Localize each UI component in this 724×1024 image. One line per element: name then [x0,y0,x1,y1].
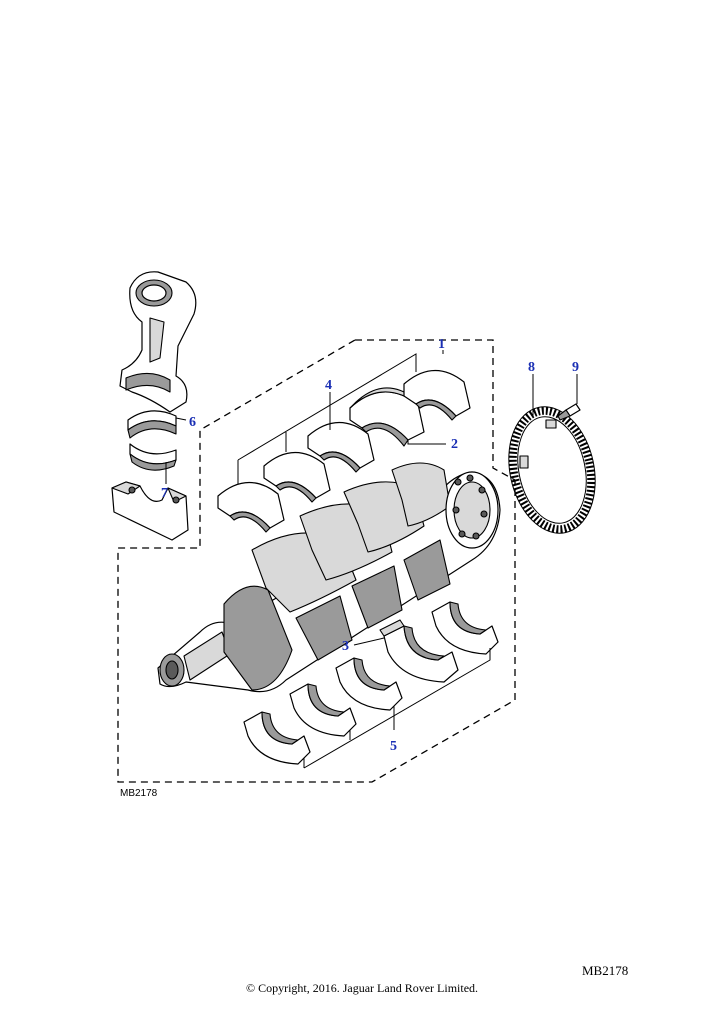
callout-6: 6 [189,415,196,430]
footer-diagram-code: MB2178 [582,963,629,978]
main-bearing-upper-3 [307,421,375,473]
callout-4: 4 [325,378,332,393]
thrust-bearing-upper [349,387,425,447]
reluctor-ring [508,406,596,534]
callout-3: 3 [342,639,349,654]
diagram-code: MB2178 [120,788,158,799]
leader-lines [165,350,578,769]
callout-2: 2 [451,437,458,452]
main-bearing-lower-1 [243,711,311,765]
conrod-cap [111,481,189,541]
callout-9: 9 [572,360,579,375]
callout-1: 1 [438,337,445,352]
main-bearing-upper-2 [263,451,331,503]
callout-7: 7 [161,486,168,501]
connecting-rod [119,271,197,413]
main-bearing-lower-3 [335,657,403,711]
ring-bolt [557,403,581,421]
crankshaft [157,462,501,693]
conrod-bearing-upper [127,410,177,439]
thrust-bearing-lower [379,619,459,683]
main-bearing-lower-2 [289,683,357,737]
main-bearing-upper-5 [403,369,471,421]
copyright-notice: © Copyright, 2016. Jaguar Land Rover Lim… [245,981,479,995]
kit-boundary [117,339,516,783]
callout-5: 5 [390,739,397,754]
conrod-bearing-lower [129,443,177,471]
main-bearing-lower-5 [431,601,499,655]
callout-8: 8 [528,360,535,375]
main-bearing-upper-1 [217,481,285,533]
